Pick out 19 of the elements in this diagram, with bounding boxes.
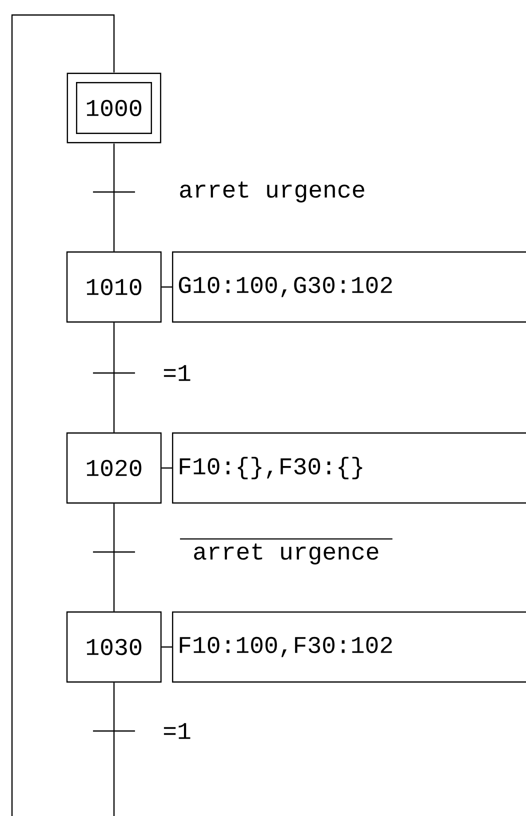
step-box: 1030 — [66, 611, 162, 683]
connector-line — [162, 286, 172, 288]
transition-condition: =1 — [160, 721, 194, 741]
action-box: G10:100,G30:102 — [172, 251, 526, 323]
connector-line — [113, 682, 115, 816]
connector-line — [162, 467, 172, 469]
connector-line — [162, 646, 172, 648]
connector-line — [113, 504, 115, 612]
connector-line — [11, 14, 115, 816]
transition-condition: =1 — [160, 363, 194, 383]
action-box: F10:{},F30:{} — [172, 432, 526, 504]
negated-condition: arret urgence — [180, 538, 392, 566]
action-box: F10:100,F30:102 — [172, 611, 526, 683]
connector-line — [113, 144, 115, 252]
connector-line — [113, 322, 115, 432]
step-box: 1020 — [66, 432, 162, 504]
transition-condition: arret urgence — [176, 180, 368, 204]
initial-step-box: 1000 — [66, 72, 162, 144]
step-box: 1010 — [66, 251, 162, 323]
